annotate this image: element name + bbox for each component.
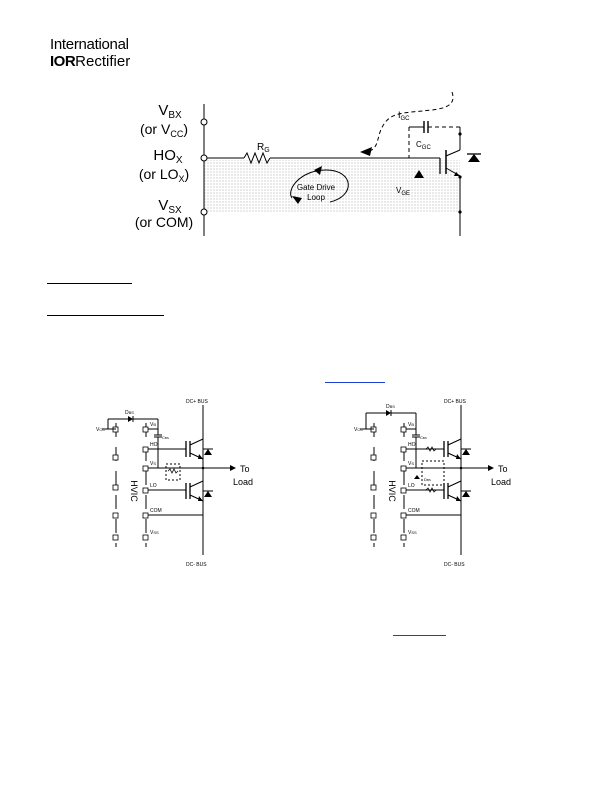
- svg-text:DBS: DBS: [386, 404, 395, 410]
- figure-link-1[interactable]: [325, 382, 385, 383]
- pin-vbx-node: [200, 118, 208, 126]
- figure-link-2[interactable]: [393, 635, 446, 636]
- igc-label: IGC: [398, 110, 410, 122]
- loop-label-1: Gate Drive: [297, 183, 336, 192]
- logo-ior: IOR: [50, 53, 76, 70]
- pin-vsx-node: [200, 208, 208, 216]
- svg-text:DBS: DBS: [424, 477, 431, 482]
- section-rule-2: [47, 315, 164, 316]
- gate-resistor: [243, 151, 271, 165]
- pin-hox-node: [200, 154, 208, 162]
- igc-current-path: [369, 91, 454, 152]
- svg-text:HO: HO: [408, 442, 416, 448]
- svg-text:COM: COM: [150, 508, 162, 514]
- svg-text:VCC: VCC: [96, 427, 105, 433]
- logo-international: International: [50, 36, 129, 53]
- pin-hox-label: HOX: [153, 147, 183, 166]
- logo-second-line: IORRectifier: [50, 53, 130, 71]
- svg-text:LO: LO: [150, 483, 157, 489]
- svg-text:DC- BUS: DC- BUS: [186, 562, 207, 568]
- logo-rectifier: Rectifier: [75, 53, 131, 70]
- svg-text:VSS: VSS: [150, 530, 159, 536]
- pin-vsx-label: VSX: [158, 197, 182, 216]
- svg-text:DC+ BUS: DC+ BUS: [186, 399, 208, 405]
- svg-text:VSS: VSS: [408, 530, 417, 536]
- pin-vsx-alt-label: (or COM): [135, 214, 193, 230]
- freewheel-diode: [468, 154, 480, 162]
- gate-drive-loop-area: [204, 160, 460, 213]
- svg-text:To: To: [240, 464, 250, 474]
- svg-text:To: To: [498, 464, 508, 474]
- half-bridge-schematic-right: HVIC VCC DBS VB CBS HO VS DBS To Load LO…: [354, 399, 511, 568]
- vge-label: VGE: [396, 186, 410, 197]
- svg-text:VB: VB: [408, 422, 414, 428]
- loop-label-2: Loop: [307, 193, 325, 202]
- pin-vbx-alt-label: (or VCC): [140, 121, 188, 139]
- section-rule-1: [47, 283, 132, 284]
- svg-text:DC+ BUS: DC+ BUS: [444, 399, 466, 405]
- svg-text:DBS: DBS: [125, 410, 134, 416]
- svg-text:DC- BUS: DC- BUS: [444, 562, 465, 568]
- svg-text:COM: COM: [408, 508, 420, 514]
- half-bridge-schematic-left: HVIC VCC DBS VB CBS HO VS To Load LO COM…: [96, 399, 253, 568]
- hvic-label: HVIC: [129, 480, 139, 502]
- svg-text:HO: HO: [150, 442, 158, 448]
- cgc-label: CGC: [416, 140, 431, 151]
- company-logo: International IORRectifier: [50, 36, 130, 71]
- hvic-label-right: HVIC: [387, 480, 397, 502]
- svg-text:VCC: VCC: [354, 427, 363, 433]
- rg-label: RG: [257, 142, 270, 154]
- svg-text:VS: VS: [408, 461, 414, 467]
- svg-text:Load: Load: [233, 477, 253, 487]
- svg-text:CBS: CBS: [162, 435, 169, 440]
- svg-text:VS: VS: [150, 461, 156, 467]
- pin-vbx-label: VBX: [158, 102, 182, 121]
- svg-text:Load: Load: [491, 477, 511, 487]
- pin-hox-alt-label: (or LOX): [139, 166, 189, 184]
- gate-drive-loop-figure: VBX (or VCC) HOX (or LOX) VSX (or COM) R…: [135, 91, 481, 236]
- svg-text:VB: VB: [150, 422, 156, 428]
- svg-text:LO: LO: [408, 483, 415, 489]
- svg-text:CBS: CBS: [420, 435, 427, 440]
